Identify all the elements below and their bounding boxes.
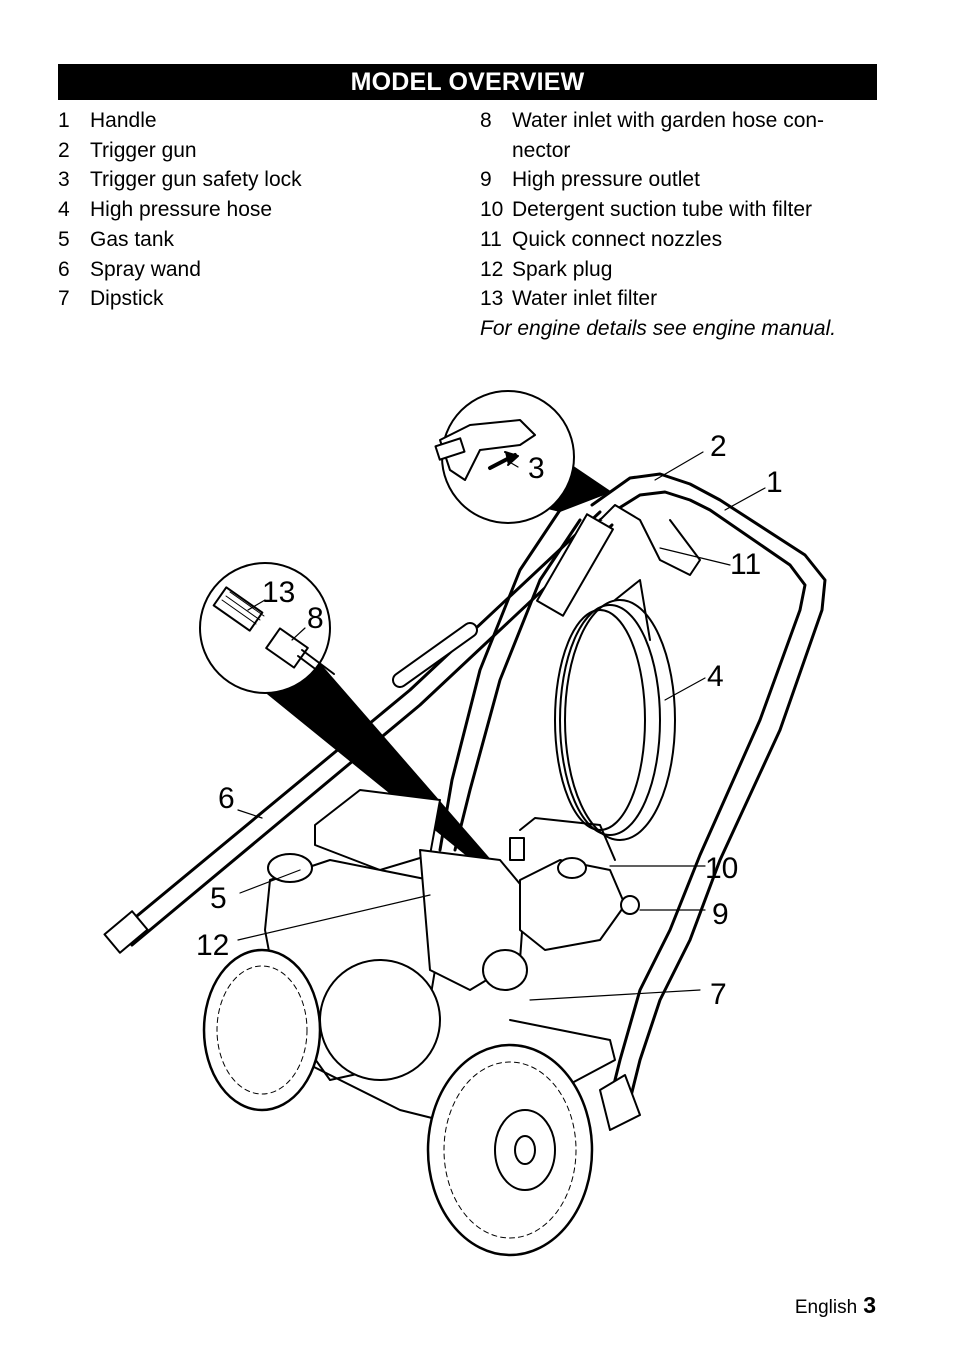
callout-13: 13 bbox=[262, 576, 295, 609]
item-number: 13 bbox=[480, 287, 504, 311]
item-number: 4 bbox=[58, 198, 70, 222]
callout-2: 2 bbox=[710, 430, 727, 463]
parts-list-left: 1 Handle 2 Trigger gun 3 Trigger gun safety… bbox=[58, 106, 438, 314]
page-number: 3 bbox=[863, 1292, 876, 1318]
detail-beam-8 bbox=[262, 640, 500, 875]
engine-note: For engine details see engine manual. bbox=[480, 316, 837, 340]
callout-8: 8 bbox=[307, 602, 324, 635]
item-label: Water inlet with garden hose con-nector bbox=[512, 109, 825, 162]
callout-7: 7 bbox=[710, 978, 727, 1011]
item-number: 8 bbox=[480, 109, 492, 132]
item-label: Detergent suction tube with filter bbox=[512, 198, 812, 222]
list-item: 12 Spark plug bbox=[480, 255, 880, 285]
item-number: 1 bbox=[58, 109, 70, 132]
item-number: 5 bbox=[58, 227, 70, 251]
list-item: 3 Trigger gun safety lock bbox=[58, 165, 438, 195]
item-label: Spark plug bbox=[512, 257, 613, 281]
item-label: Quick connect nozzles bbox=[512, 227, 723, 251]
item-number: 11 bbox=[480, 227, 502, 251]
item-label: Dipstick bbox=[90, 287, 164, 311]
list-item: 6 Spray wand bbox=[58, 255, 438, 285]
list-item: 1 Handle bbox=[58, 106, 438, 136]
list-item: 4 High pressure hose bbox=[58, 195, 438, 225]
item-number: 3 bbox=[58, 168, 70, 192]
item-number: 2 bbox=[58, 138, 70, 162]
list-item: 7 Dipstick bbox=[58, 284, 438, 314]
callout-12: 12 bbox=[196, 929, 229, 962]
item-number: 7 bbox=[58, 287, 70, 311]
callout-1: 1 bbox=[766, 466, 783, 499]
item-number: 12 bbox=[480, 257, 504, 281]
callout-11: 11 bbox=[730, 548, 761, 581]
callout-6: 6 bbox=[218, 782, 235, 815]
footer-language: English bbox=[794, 1297, 858, 1318]
item-label: Trigger gun safety lock bbox=[90, 168, 302, 192]
item-number: 10 bbox=[480, 198, 504, 222]
callout-9: 9 bbox=[712, 898, 729, 931]
item-label: Water inlet filter bbox=[512, 287, 658, 311]
parts-list-right: 8 Water inlet with garden hose con-nector… bbox=[480, 106, 880, 344]
list-item: 13 Water inlet filter bbox=[480, 284, 880, 314]
item-label: Gas tank bbox=[90, 227, 175, 251]
item-label: High pressure outlet bbox=[512, 168, 700, 192]
callout-10: 10 bbox=[705, 852, 738, 885]
callout-3: 3 bbox=[528, 452, 545, 485]
section-title: MODEL OVERVIEW bbox=[58, 64, 877, 100]
callout-5: 5 bbox=[210, 882, 227, 915]
list-item: 5 Gas tank bbox=[58, 225, 438, 255]
list-item: 9 High pressure outlet bbox=[480, 165, 880, 195]
item-label: Trigger gun bbox=[90, 138, 197, 162]
item-label: High pressure hose bbox=[90, 198, 273, 222]
list-item: 11 Quick connect nozzles bbox=[480, 225, 880, 255]
pressure-washer-illustration: 2 1 3 11 4 13 8 6 5 12 10 9 7 bbox=[103, 390, 827, 1257]
list-item: 2 Trigger gun bbox=[58, 136, 438, 166]
item-number: 9 bbox=[480, 168, 492, 192]
callout-4: 4 bbox=[707, 660, 724, 693]
item-label: Spray wand bbox=[90, 257, 201, 281]
list-item: 10 Detergent suction tube with filter bbox=[480, 195, 880, 225]
item-number: 6 bbox=[58, 257, 70, 281]
item-label: Handle bbox=[90, 109, 157, 132]
list-item: 8 Water inlet with garden hose con-nector bbox=[480, 106, 880, 165]
